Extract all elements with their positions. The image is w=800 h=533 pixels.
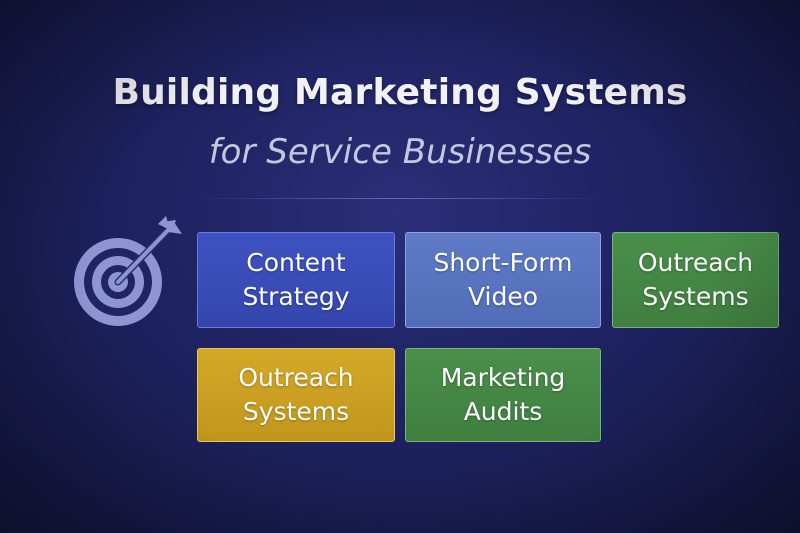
tile-label: Outreach Systems (238, 363, 354, 426)
title-divider (190, 198, 610, 199)
slide-title: Building Marketing Systems (112, 72, 688, 113)
tile-outreach-systems-gold: Outreach Systems (197, 348, 395, 442)
tile-marketing-audits: Marketing Audits (405, 348, 601, 442)
tile-label: Marketing Audits (440, 363, 566, 426)
tile-label: Short-Form Video (433, 248, 573, 311)
target-with-arrow-icon (74, 216, 182, 326)
tile-label: Content Strategy (242, 248, 350, 311)
tile-short-form-video: Short-Form Video (405, 232, 601, 328)
tile-label: Outreach Systems (637, 248, 754, 311)
tile-outreach-systems-green: Outreach Systems (612, 232, 779, 328)
tile-content-strategy: Content Strategy (197, 232, 395, 328)
slide-subtitle: for Service Businesses (208, 132, 592, 172)
